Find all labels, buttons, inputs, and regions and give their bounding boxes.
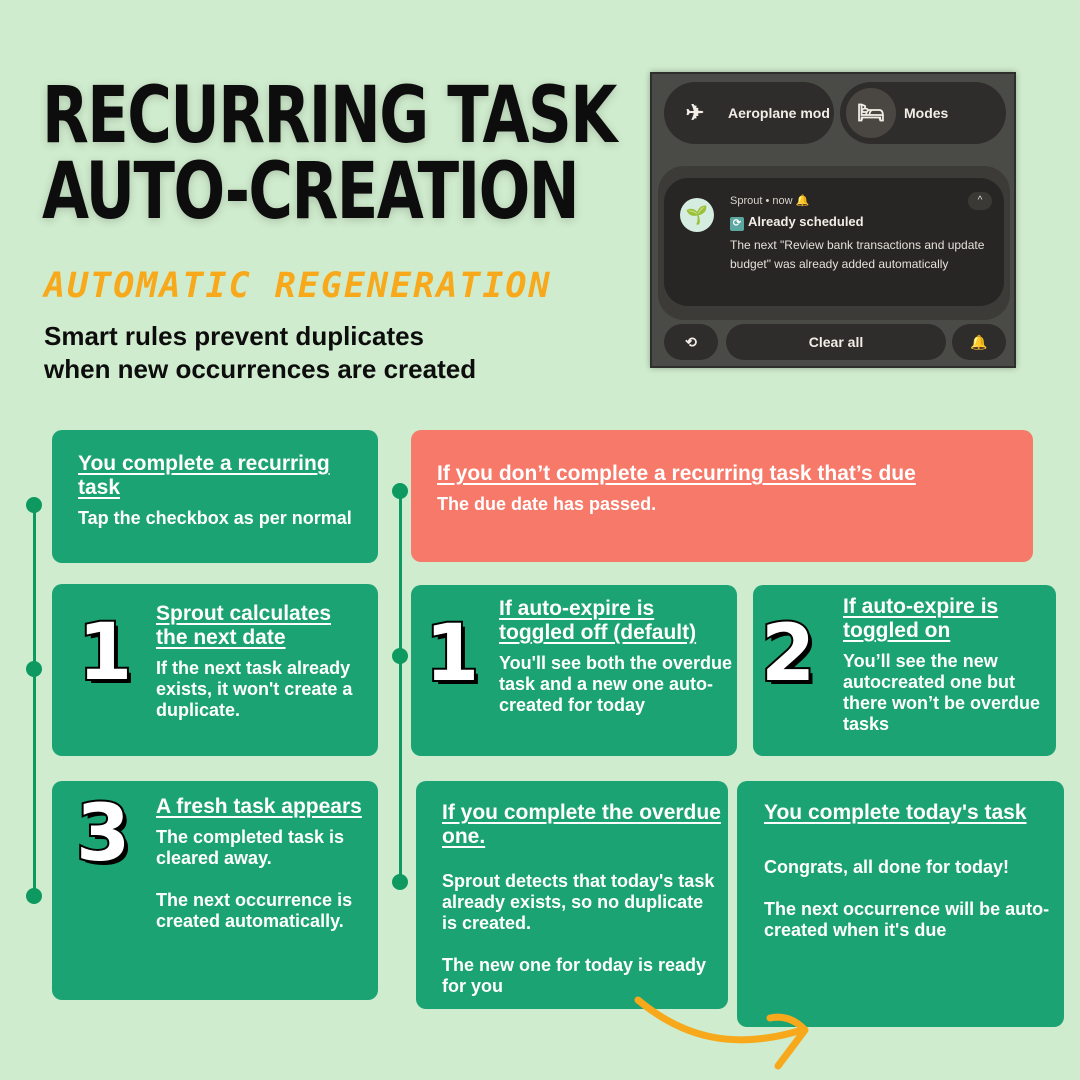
card-body: The next occurrence is created automatic… xyxy=(156,890,353,931)
clear-all-button[interactable]: Clear all xyxy=(726,324,946,360)
repeat-icon: ⟳ xyxy=(730,217,744,231)
notification-card[interactable]: 🌱 Sprout • now 🔔 ⟳Already scheduled The … xyxy=(664,178,1004,306)
tagline: Smart rules prevent duplicates when new … xyxy=(44,321,477,384)
overdue-alert-card: If you don’t complete a recurring task t… xyxy=(411,430,1033,562)
notification-title: ⟳Already scheduled xyxy=(730,214,864,231)
right-timeline-line xyxy=(399,490,402,882)
card-body: If the next task already exists, it won'… xyxy=(156,658,353,720)
curved-arrow-icon xyxy=(634,996,809,1070)
card-heading: A fresh task appears xyxy=(156,795,362,818)
card-heading: You complete today's task xyxy=(764,801,1027,824)
card-heading: If you don’t complete a recurring task t… xyxy=(437,462,916,485)
option-auto-expire-on-card: 2 If auto-expire is toggled on You’ll se… xyxy=(753,585,1056,756)
card-body: You’ll see the new autocreated one but t… xyxy=(843,651,1041,734)
card-body: The completed task is cleared away. xyxy=(156,827,345,868)
card-body: Congrats, all done for today! xyxy=(764,857,1010,877)
card-body: You'll see both the overdue task and a n… xyxy=(499,653,732,715)
sprout-app-icon: 🌱 xyxy=(680,198,714,232)
title-line-2: AUTO-CREATION xyxy=(42,147,580,237)
quick-tile-modes[interactable]: 🛏 Modes xyxy=(840,82,1006,144)
step-1-calculate-card: 1 Sprout calculates the next date If the… xyxy=(52,584,378,756)
card-heading: If auto-expire is toggled on xyxy=(843,595,999,642)
option-number-1: 1 xyxy=(423,609,481,699)
page-subtitle: AUTOMATIC REGENERATION xyxy=(44,266,552,306)
option-auto-expire-off-card: 1 If auto-expire is toggled off (default… xyxy=(411,585,737,756)
step-number-1: 1 xyxy=(76,608,134,698)
outcome-complete-overdue-card: If you complete the overdue one. Sprout … xyxy=(416,781,728,1009)
notification-body: The next "Review bank transactions and u… xyxy=(730,238,985,271)
quick-tile-aeroplane-mode[interactable]: ✈ Aeroplane mod xyxy=(664,82,834,144)
card-heading: If auto-expire is toggled off (default) xyxy=(499,597,697,644)
chevron-up-icon[interactable]: ^ xyxy=(968,192,992,210)
bed-icon: 🛏 xyxy=(846,88,896,138)
quick-tile-label: Modes xyxy=(904,105,949,121)
card-body: The next occurrence will be auto-created… xyxy=(764,899,1050,940)
phone-notification-screenshot: ✈ Aeroplane mod 🛏 Modes 🌱 Sprout • now 🔔… xyxy=(650,72,1016,368)
card-body: Sprout detects that today's task already… xyxy=(442,871,715,933)
card-body: The new one for today is ready for you xyxy=(442,955,707,996)
card-body: Tap the checkbox as per normal xyxy=(78,508,352,528)
card-heading: If you complete the overdue one. xyxy=(442,801,721,848)
quick-tile-label: Aeroplane mod xyxy=(728,105,830,121)
step-complete-task-card: You complete a recurring task Tap the ch… xyxy=(52,430,378,563)
notification-settings-button[interactable]: 🔔 xyxy=(952,324,1006,360)
card-heading: You complete a recurring task xyxy=(78,452,330,499)
notification-meta: Sprout • now 🔔 xyxy=(730,195,810,207)
notification-settings-icon: 🔔 xyxy=(970,333,988,350)
airplane-icon: ✈ xyxy=(685,100,705,125)
card-heading: Sprout calculates the next date xyxy=(156,602,332,649)
outcome-complete-today-card: You complete today's task Congrats, all … xyxy=(737,781,1064,1027)
timeline-dot xyxy=(392,483,408,499)
title-line-1: RECURRING TASK xyxy=(42,71,617,161)
step-3-fresh-task-card: 3 A fresh task appears The completed tas… xyxy=(52,781,378,1000)
timeline-dot xyxy=(392,874,408,890)
step-number-3: 3 xyxy=(74,789,132,879)
alarm-bell-icon: 🔔 xyxy=(795,195,810,207)
timeline-dot xyxy=(26,661,42,677)
option-number-2: 2 xyxy=(759,609,817,699)
history-icon: ⟲ xyxy=(685,333,697,350)
page-title: RECURRING TASK AUTO-CREATION xyxy=(42,71,617,237)
timeline-dot xyxy=(26,888,42,904)
history-button[interactable]: ⟲ xyxy=(664,324,718,360)
timeline-dot xyxy=(26,497,42,513)
left-timeline-line xyxy=(33,504,36,896)
timeline-dot xyxy=(392,648,408,664)
card-body: The due date has passed. xyxy=(437,494,657,514)
notification-group: 🌱 Sprout • now 🔔 ⟳Already scheduled The … xyxy=(658,166,1010,320)
